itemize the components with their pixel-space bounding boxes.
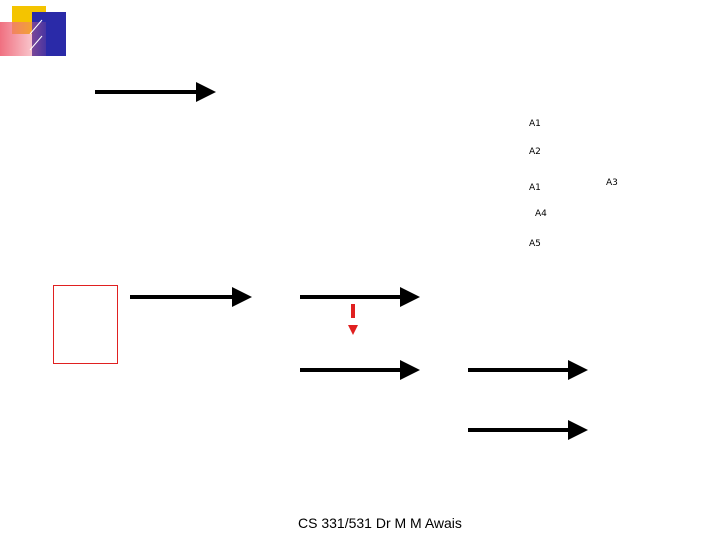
red-outline-box	[53, 285, 118, 364]
label-a1-mid: A1	[529, 183, 541, 193]
slide-footer: CS 331/531 Dr M M Awais	[298, 515, 462, 531]
label-a3: A3	[606, 178, 618, 188]
label-a4: A4	[535, 209, 547, 219]
arrow-row2-middle	[300, 360, 420, 380]
label-a1-top: A1	[529, 119, 541, 129]
label-a2: A2	[529, 147, 541, 157]
arrow-row1-middle	[300, 287, 420, 307]
label-a5: A5	[529, 239, 541, 249]
arrow-row1-left	[130, 287, 252, 307]
slide-logo	[0, 6, 66, 56]
red-down-arrow	[348, 304, 358, 335]
arrow-top	[95, 82, 216, 102]
arrow-row2-right	[468, 360, 588, 380]
arrow-row3-right	[468, 420, 588, 440]
